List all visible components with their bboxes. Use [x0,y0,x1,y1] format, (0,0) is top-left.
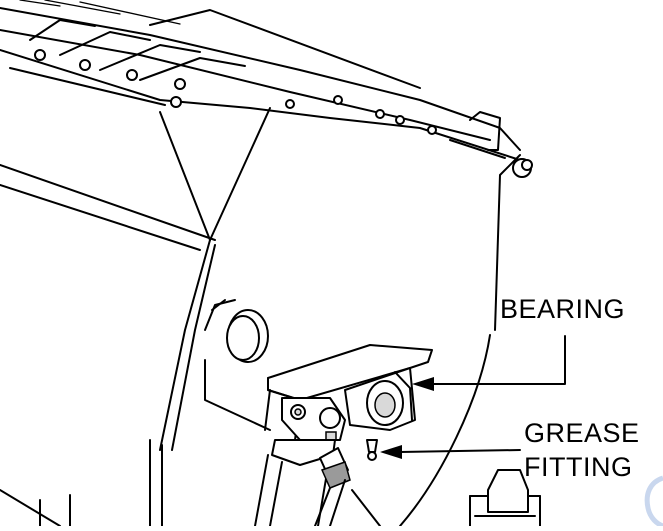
bottom-right-bracket [469,469,541,527]
watermark-mark [644,475,663,529]
bearing-label: BEARING [500,294,626,324]
grease-fitting-label-line2: FITTING [524,452,633,482]
top-grid-cage [0,0,521,161]
bearing-assembly [254,344,433,527]
top-right-bolt [512,158,533,178]
grease-fitting-callout-arrow [380,445,521,459]
side-pin [204,299,271,431]
grease-fitting-label-line1: GREASE [524,418,640,448]
housing-panel [0,9,521,527]
bearing-callout-arrow [412,335,566,391]
